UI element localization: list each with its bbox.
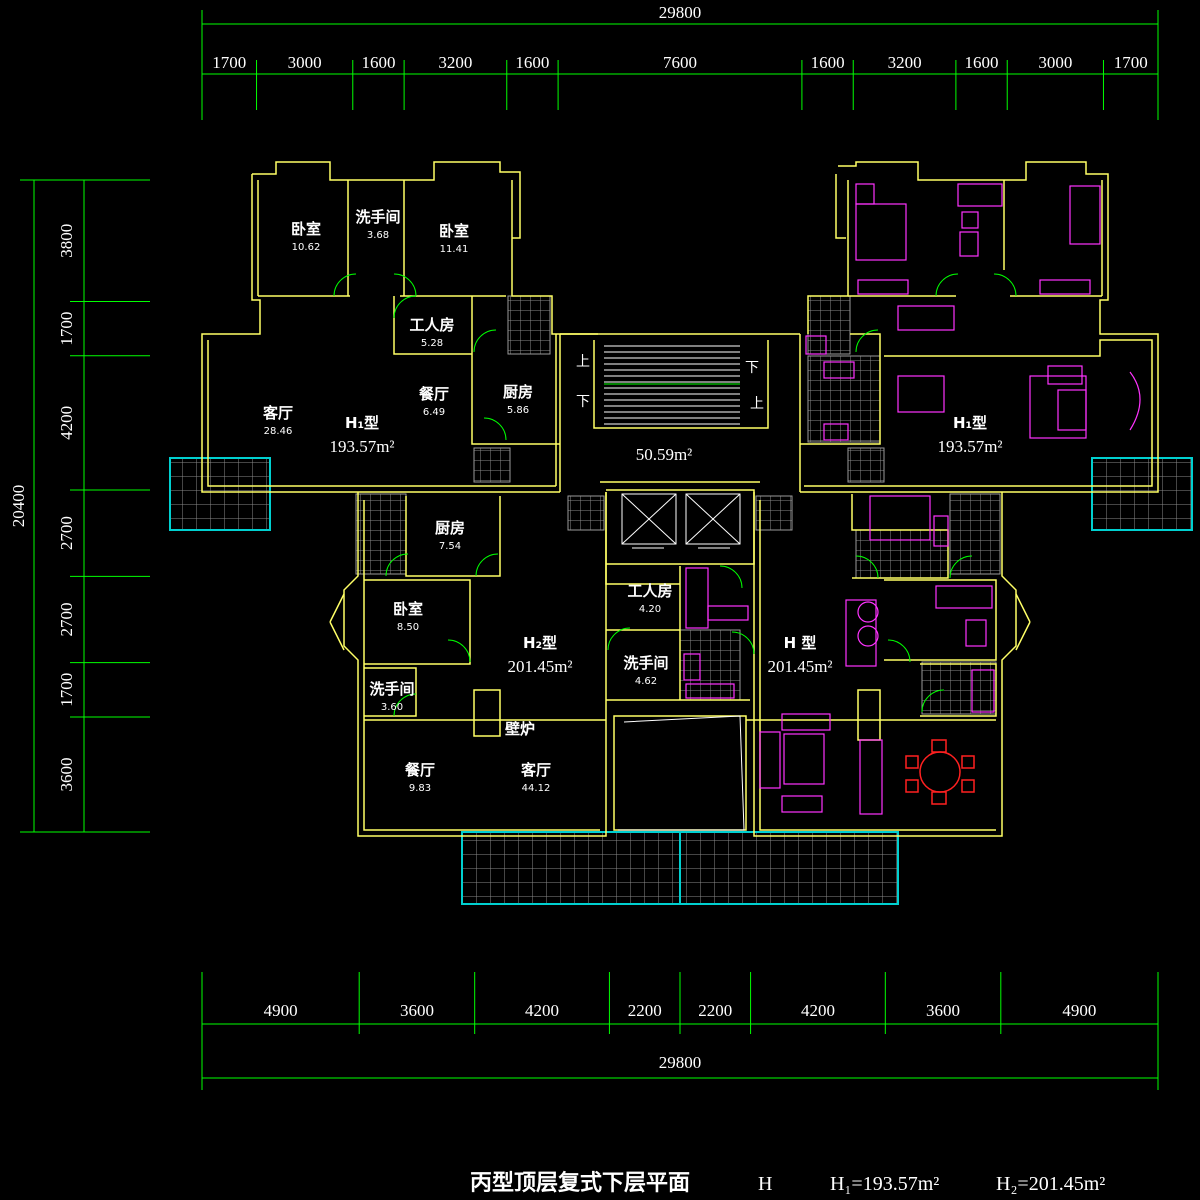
room-name: 客厅 xyxy=(520,761,551,779)
dimension-label: 3600 xyxy=(926,1001,960,1020)
dimension-label: 2200 xyxy=(628,1001,662,1020)
room-area: 5.28 xyxy=(421,338,443,349)
dimension-label: 1700 xyxy=(57,312,76,346)
stair-direction-label: 上 xyxy=(576,354,590,370)
room-name: 卧室 xyxy=(439,222,469,240)
room-area: 3.68 xyxy=(367,230,389,241)
room-name: 洗手间 xyxy=(369,680,414,698)
dimension-label: 4200 xyxy=(525,1001,559,1020)
tiled-floors xyxy=(355,295,1001,715)
unit-type: H₂型 xyxy=(523,634,557,652)
dimension-label: 7600 xyxy=(663,53,697,72)
room-name: 工人房 xyxy=(409,316,454,334)
room-area: 3.60 xyxy=(381,702,403,713)
stair-direction-label: 下 xyxy=(576,394,590,410)
balconies xyxy=(169,457,1193,905)
unit-labels: H₁型 193.57m² H₁型 193.57m² H₂型 201.45m² H 型 201.… xyxy=(329,414,1002,676)
dimension-label: 2200 xyxy=(698,1001,732,1020)
unit-area: 193.57m² xyxy=(329,437,394,456)
dimension-label: 3200 xyxy=(888,53,922,72)
room-area: 28.46 xyxy=(264,426,293,437)
room-area: 9.83 xyxy=(409,783,431,794)
room-area: 7.54 xyxy=(439,541,461,552)
doors xyxy=(333,273,1017,717)
title-h2-area: H₂=201.45m² xyxy=(996,1173,1105,1195)
dimension-label: 3200 xyxy=(438,53,472,72)
dimension-label: 1600 xyxy=(515,53,549,72)
room-area: 4.62 xyxy=(635,676,657,687)
stair-direction-label: 下 xyxy=(745,360,759,376)
drawing-title: 丙型顶层复式下层平面 xyxy=(470,1170,690,1196)
unit-area: 201.45m² xyxy=(507,657,572,676)
left-dimension-lines xyxy=(20,179,150,833)
top-segment-dimensions: 1700 3000 1600 3200 1600 7600 1600 3200 1600 3000… xyxy=(212,53,1147,72)
top-total-dimension: 29800 xyxy=(659,3,702,22)
room-name: 客厅 xyxy=(262,404,293,422)
dimension-label: 2700 xyxy=(57,602,76,636)
unit-area: 201.45m² xyxy=(767,657,832,676)
core-area: 50.59m² xyxy=(636,445,693,464)
room-name: 餐厅 xyxy=(405,761,435,779)
stairs-elevators xyxy=(604,345,741,549)
dimension-label: 4200 xyxy=(57,406,76,440)
unit-area: 193.57m² xyxy=(937,437,1002,456)
unit-type: H₁型 xyxy=(953,414,987,432)
left-total-dimension: 20400 xyxy=(9,485,28,528)
dimension-label: 1600 xyxy=(965,53,999,72)
dimension-label: 2700 xyxy=(57,516,76,550)
dimension-label: 3000 xyxy=(1038,53,1072,72)
room-area: 10.62 xyxy=(292,242,321,253)
room-labels: 卧室 10.62 洗手间 3.68 卧室 11.41 工人房 5.28 客厅 28.46 餐厅 6.4… xyxy=(262,208,673,794)
room-name: 卧室 xyxy=(291,220,321,238)
dimension-label: 3600 xyxy=(400,1001,434,1020)
unit-type: H 型 xyxy=(784,634,817,652)
dimension-label: 3000 xyxy=(288,53,322,72)
room-area: 5.86 xyxy=(507,405,529,416)
title-type-h: H xyxy=(758,1173,772,1195)
title-h1-area: H₁=193.57m² xyxy=(830,1173,939,1195)
dimension-label: 1600 xyxy=(811,53,845,72)
room-name: 餐厅 xyxy=(419,385,449,403)
room-name: 工人房 xyxy=(627,582,672,600)
room-name: 洗手间 xyxy=(623,654,668,672)
room-area: 4.20 xyxy=(639,604,661,615)
top-dimension-lines xyxy=(201,10,1159,120)
unit-type: H₁型 xyxy=(345,414,379,432)
dimension-label: 1600 xyxy=(361,53,395,72)
room-area: 8.50 xyxy=(397,622,419,633)
room-area: 6.49 xyxy=(423,407,445,418)
dimension-label: 4200 xyxy=(801,1001,835,1020)
dimension-label: 4900 xyxy=(264,1001,298,1020)
bottom-total-dimension: 29800 xyxy=(659,1053,702,1072)
room-area: 44.12 xyxy=(522,783,551,794)
stair-direction-label: 上 xyxy=(750,396,764,412)
dimension-label: 3600 xyxy=(57,757,76,791)
bottom-dimension-lines xyxy=(201,972,1159,1090)
dimension-label: 4900 xyxy=(1062,1001,1096,1020)
dimension-label: 1700 xyxy=(1114,53,1148,72)
dimension-label: 3800 xyxy=(57,224,76,258)
walls xyxy=(201,161,1159,837)
room-name: 卧室 xyxy=(393,600,423,618)
room-name: 厨房 xyxy=(503,383,533,401)
room-name: 厨房 xyxy=(435,519,465,537)
room-area: 11.41 xyxy=(440,244,469,255)
bottom-segment-dimensions: 4900 3600 4200 2200 2200 4200 3600 4900 xyxy=(264,1001,1097,1020)
furniture xyxy=(683,183,1141,815)
left-segment-dimensions: 3800 1700 4200 2700 2700 1700 3600 xyxy=(57,224,76,792)
dimension-label: 1700 xyxy=(212,53,246,72)
slab-opening xyxy=(618,715,745,831)
dimension-label: 1700 xyxy=(57,673,76,707)
room-name: 壁炉 xyxy=(505,720,535,738)
dining-set xyxy=(905,739,975,805)
room-name: 洗手间 xyxy=(355,208,400,226)
